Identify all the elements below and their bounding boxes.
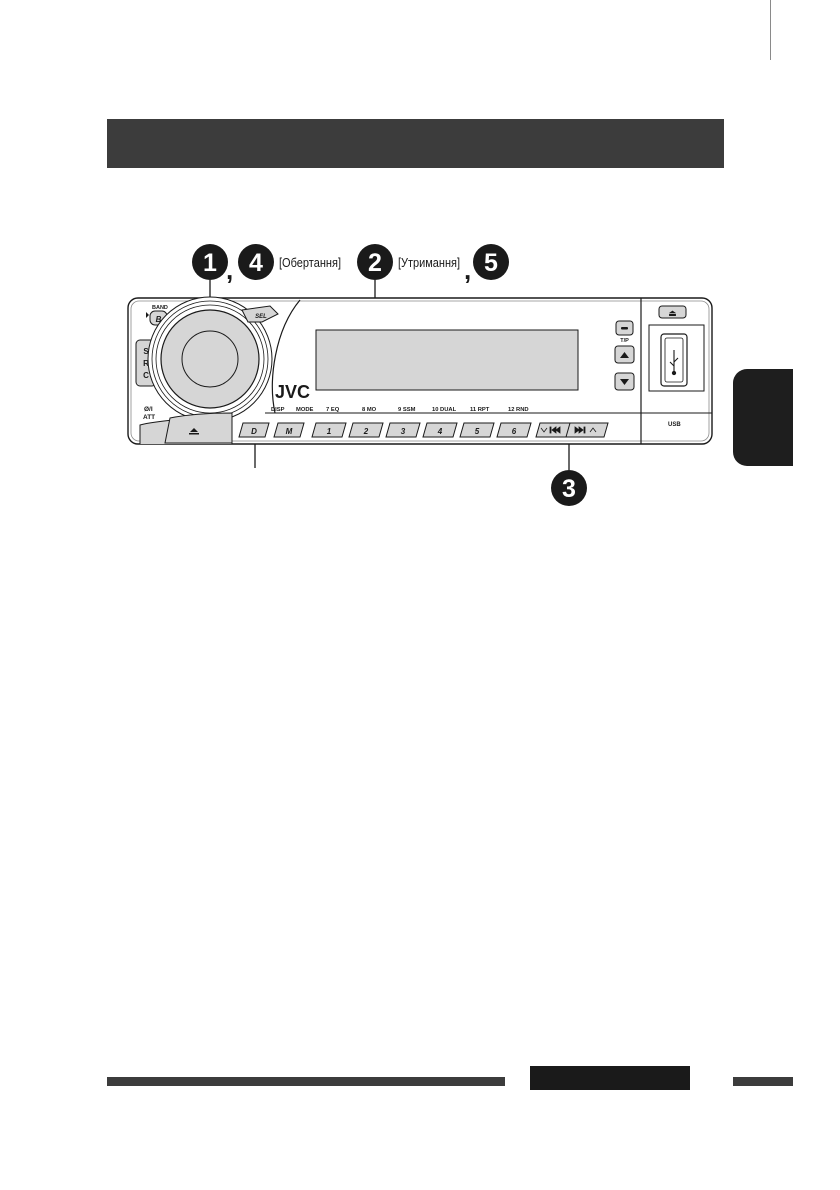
disp-key-label: D	[251, 427, 257, 436]
up-button[interactable]	[614, 345, 635, 364]
usb-icon	[669, 350, 679, 376]
callout-4: 4	[238, 244, 274, 280]
band-key-label: B	[156, 315, 162, 324]
label-disp: DISP	[271, 407, 285, 413]
eject-icon: ⏏	[668, 308, 677, 318]
preset-button-5[interactable]: 5	[459, 422, 495, 438]
brand-logo: JVC	[275, 382, 310, 402]
att-label: ATT	[143, 414, 155, 421]
sel-button[interactable]: SEL	[241, 305, 279, 323]
callout-comma-2: ,	[464, 255, 471, 285]
preset-4-label: 4	[437, 427, 443, 436]
usb-port[interactable]	[660, 333, 688, 387]
callout-5: 5	[473, 244, 509, 280]
skip-forward-icon	[574, 426, 597, 434]
callout-3-number: 3	[562, 475, 576, 503]
skip-back-icon	[540, 426, 561, 434]
up-arrow-icon	[620, 352, 629, 358]
callout-1: 1	[192, 244, 228, 280]
mode-button[interactable]: M	[273, 422, 305, 438]
label-9-ssm: 9 SSM	[398, 407, 416, 413]
tp-button[interactable]	[615, 320, 634, 336]
page-number-box	[530, 1066, 690, 1090]
label-mode: MODE	[296, 407, 314, 413]
preset-button-2[interactable]: 2	[348, 422, 384, 438]
preset-button-3[interactable]: 3	[385, 422, 421, 438]
callout-2: 2	[357, 244, 393, 280]
volume-control-knob[interactable]	[147, 296, 273, 422]
hold-label: [Утримання]	[398, 255, 460, 270]
page-trim-line	[770, 0, 771, 60]
callout-2-number: 2	[368, 249, 382, 277]
src-letter-r: R	[143, 359, 149, 368]
label-7-eq: 7 EQ	[326, 407, 340, 413]
src-letter-c: C	[143, 371, 149, 380]
footer-rule-right	[733, 1077, 793, 1086]
down-button[interactable]	[614, 372, 635, 391]
preset-1-label: 1	[327, 427, 332, 436]
sel-key-label: SEL	[255, 314, 267, 320]
disp-button[interactable]: D	[238, 422, 270, 438]
language-tab	[733, 369, 793, 466]
callout-1-number: 1	[203, 249, 217, 277]
tp-label: T/P	[620, 338, 629, 344]
label-8-mo: 8 MO	[362, 407, 377, 413]
band-label: BAND	[152, 305, 168, 311]
key-function-labels: DISP MODE 7 EQ 8 MO 9 SSM 10 DUAL 11 RPT…	[271, 407, 529, 413]
usb-label: USB	[668, 422, 681, 428]
down-arrow-icon	[620, 379, 629, 385]
power-att-label: Ø/I ATT	[143, 406, 155, 421]
section-header-bar	[107, 119, 724, 168]
usb-door	[648, 324, 705, 392]
preset-2-label: 2	[363, 427, 369, 436]
power-label: Ø/I	[144, 406, 153, 413]
callout-comma-1: ,	[226, 255, 233, 285]
eject-button[interactable]: ⏏	[658, 305, 687, 319]
callout-3: 3	[551, 470, 587, 506]
preset-button-1[interactable]: 1	[311, 422, 347, 438]
callout-4-number: 4	[249, 249, 263, 277]
preset-5-label: 5	[475, 427, 480, 436]
preset-3-label: 3	[401, 427, 406, 436]
callout-5-number: 5	[484, 249, 498, 277]
src-letter-s: S	[143, 347, 149, 356]
label-11-rpt: 11 RPT	[470, 407, 490, 413]
preset-button-6[interactable]: 6	[496, 422, 532, 438]
detach-panel-button[interactable]	[164, 412, 233, 444]
lcd-display	[315, 329, 579, 391]
label-10-dual: 10 DUAL	[432, 407, 457, 413]
seek-skip-button[interactable]	[535, 422, 609, 438]
footer-rule	[107, 1077, 505, 1086]
mode-key-label: M	[286, 427, 293, 436]
preset-button-4[interactable]: 4	[422, 422, 458, 438]
rotate-label: [Обертання]	[279, 255, 341, 270]
label-12-rnd: 12 RND	[508, 407, 529, 413]
preset-6-label: 6	[512, 427, 517, 436]
